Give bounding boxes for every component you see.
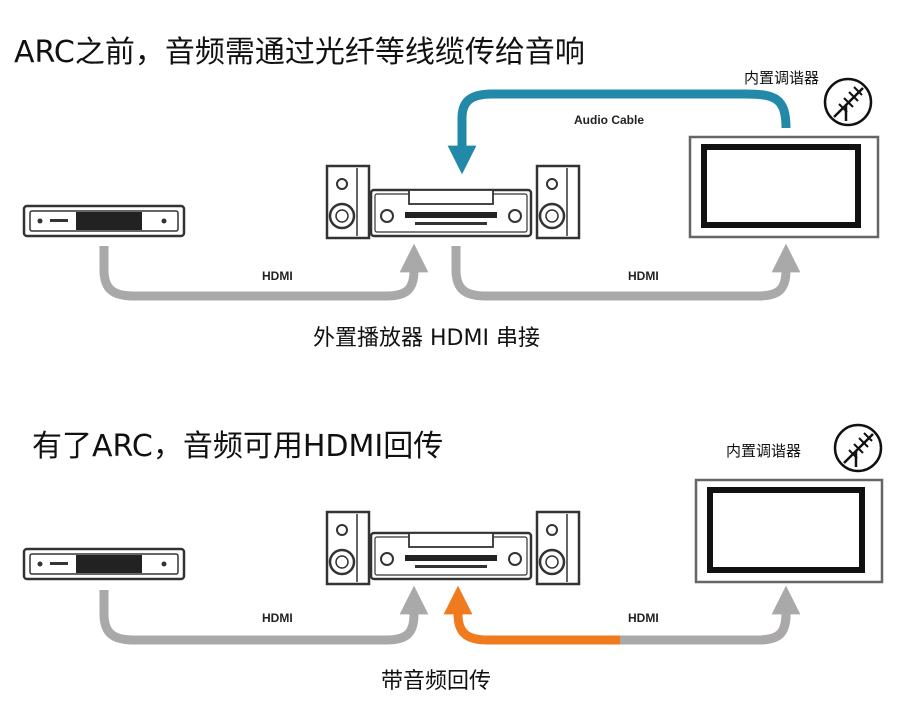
left-speaker bbox=[325, 164, 371, 240]
tv bbox=[688, 135, 880, 239]
antenna-icon bbox=[823, 77, 873, 127]
external-player bbox=[22, 547, 186, 581]
antenna-icon bbox=[833, 423, 883, 473]
section-before-caption: 外置播放器 HDMI 串接 bbox=[313, 326, 540, 351]
tuner-label: 内置调谐器 bbox=[744, 69, 819, 87]
right-speaker bbox=[535, 164, 581, 240]
section-before-arc: ARC之前，音频需通过光纤等线缆传给音响 内置调谐器 Audio Cable H… bbox=[14, 35, 880, 351]
hdmi-label-left: HDMI bbox=[262, 611, 293, 625]
audio-cable-arrow bbox=[447, 89, 791, 175]
hdmi-label-right: HDMI bbox=[628, 611, 659, 625]
tuner-label: 内置调谐器 bbox=[726, 442, 801, 460]
hdmi-receiver-to-tv-segment bbox=[620, 600, 791, 645]
hdmi-receiver-to-tv-arrow bbox=[451, 243, 801, 301]
hdmi-label-left: HDMI bbox=[262, 269, 293, 283]
section-before-title: ARC之前，音频需通过光纤等线缆传给音响 bbox=[14, 35, 585, 70]
arc-hdmi-arrow bbox=[443, 585, 801, 645]
left-speaker bbox=[325, 510, 371, 586]
right-speaker bbox=[535, 510, 581, 586]
av-receiver bbox=[369, 188, 533, 238]
hdmi-player-to-receiver-arrow bbox=[99, 243, 429, 301]
external-player bbox=[22, 204, 186, 238]
av-receiver bbox=[369, 531, 533, 581]
section-after-caption: 带音频回传 bbox=[381, 669, 491, 694]
section-after-title: 有了ARC，音频可用HDMI回传 bbox=[32, 429, 443, 464]
hdmi-player-to-receiver-arrow bbox=[99, 585, 429, 645]
hdmi-label-right: HDMI bbox=[628, 269, 659, 283]
tv bbox=[694, 478, 884, 584]
audio-cable-label: Audio Cable bbox=[574, 113, 644, 127]
section-with-arc: 有了ARC，音频可用HDMI回传 内置调谐器 HDMI HDMI 带音频回传 bbox=[22, 423, 884, 694]
